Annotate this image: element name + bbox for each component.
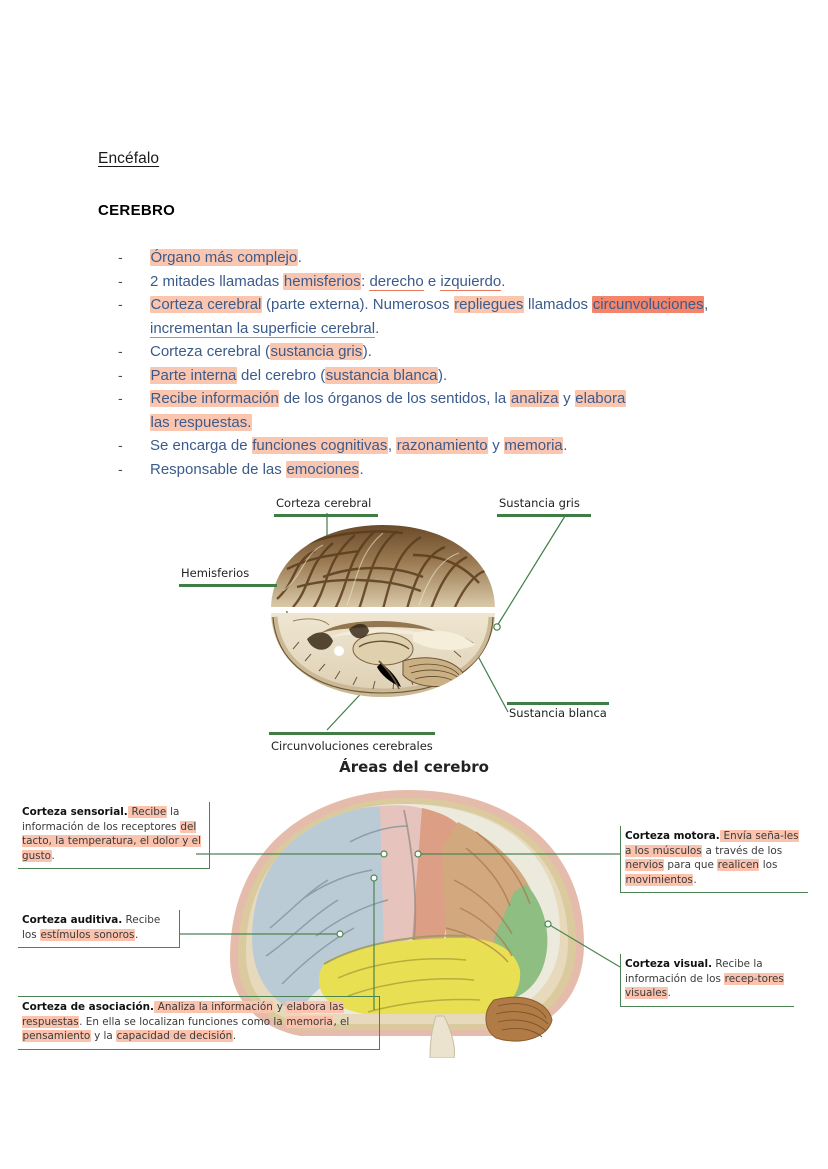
callout-corteza-auditiva: Corteza auditiva. Recibe los estímulos s…: [18, 910, 180, 949]
bullet-marker: -: [118, 437, 123, 453]
list-item: - Corteza cerebral (sustancia gris).: [118, 340, 758, 364]
notes-list: - Órgano más complejo. - 2 mitades llama…: [118, 246, 758, 481]
leader-lines-figure2: [180, 850, 621, 1010]
callout-asociacion-lead: Corteza de asociación.: [22, 1001, 154, 1013]
callout-auditiva-lead: Corteza auditiva.: [22, 914, 123, 926]
figure2-heading: Áreas del cerebro: [339, 758, 489, 776]
figure1-bar-sustancia-gris: [497, 514, 591, 517]
list-item-text: Parte interna del cerebro (sustancia bla…: [150, 366, 448, 384]
list-item-text: Órgano más complejo.: [150, 249, 302, 266]
callout-corteza-asociacion: Corteza de asociación. Analiza la inform…: [18, 996, 380, 1050]
list-item-text: Responsable de las emociones.: [150, 460, 364, 478]
callout-corteza-motora: Corteza motora. Envía seña-les a los mús…: [620, 826, 808, 894]
list-item: - Parte interna del cerebro (sustancia b…: [118, 364, 758, 388]
sagittal-brain-figure: Corteza cerebral Sustancia gris Hemisfer…: [0, 490, 828, 775]
callout-motora-lead: Corteza motora.: [625, 830, 720, 842]
list-item: - Corteza cerebral (parte externa). Nume…: [118, 293, 758, 340]
page-title: Encéfalo: [98, 150, 160, 167]
figure1-label-sustancia-blanca: Sustancia blanca: [509, 706, 607, 720]
callout-corteza-visual: Corteza visual. Recibe la información de…: [620, 954, 794, 1007]
bullet-marker: -: [118, 272, 123, 289]
figure1-bar-sustancia-blanca: [507, 702, 609, 705]
figure1-label-corteza-cerebral: Corteza cerebral: [276, 496, 372, 510]
list-item: - Responsable de las emociones.: [118, 458, 758, 482]
callout-corteza-sensorial: Corteza sensorial. Recibe la información…: [18, 802, 210, 870]
callout-visual-lead: Corteza visual.: [625, 958, 713, 970]
bullet-marker: -: [118, 460, 123, 477]
figure1-label-sustancia-gris: Sustancia gris: [499, 496, 580, 510]
list-item-text: Recibe información de los órganos de los…: [150, 390, 626, 431]
list-item-text: Corteza cerebral (sustancia gris).: [150, 343, 372, 360]
figure1-bar-corteza-cerebral: [274, 514, 378, 517]
section-heading: CEREBRO: [98, 202, 176, 219]
figure1-bar-hemisferios: [179, 584, 277, 587]
list-item-text: 2 mitades llamadas hemisferios: derecho …: [150, 272, 506, 291]
list-item: - Recibe información de los órganos de l…: [118, 387, 758, 434]
bullet-marker: -: [118, 366, 123, 383]
list-item-text: Se encarga de funciones cognitivas, razo…: [150, 437, 568, 454]
brain-lateral-illustration: [208, 788, 608, 1059]
figure1-label-circunvoluciones: Circunvoluciones cerebrales: [271, 739, 433, 753]
bullet-marker: -: [118, 249, 123, 265]
list-item: - 2 mitades llamadas hemisferios: derech…: [118, 270, 758, 294]
bullet-marker: -: [118, 390, 123, 406]
list-item-text: Corteza cerebral (parte externa). Numero…: [150, 296, 709, 338]
bullet-marker: -: [118, 343, 123, 359]
bullet-marker: -: [118, 296, 123, 312]
list-item: - Órgano más complejo.: [118, 246, 758, 270]
figure1-bar-circunvoluciones: [269, 732, 435, 735]
list-item: - Se encarga de funciones cognitivas, ra…: [118, 434, 758, 458]
figure1-label-hemisferios: Hemisferios: [181, 566, 250, 580]
lateral-brain-figure: Corteza sensorial. Recibe la información…: [0, 782, 828, 1082]
callout-sensorial-lead: Corteza sensorial.: [22, 806, 128, 818]
brain-sagittal-illustration: [263, 521, 503, 701]
